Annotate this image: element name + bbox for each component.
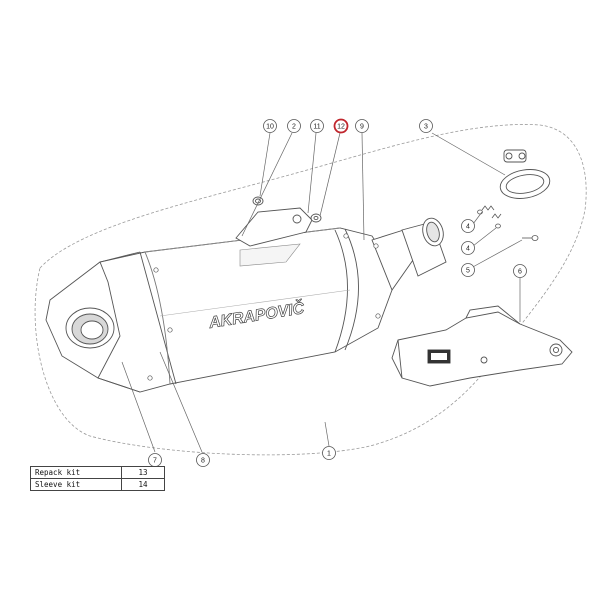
leader-lines	[121, 132, 523, 453]
table-row: Repack kit 13	[30, 466, 165, 479]
svg-text:6: 6	[518, 269, 522, 276]
callout-9: 9	[355, 119, 369, 133]
springs	[477, 205, 502, 229]
clamp	[499, 149, 551, 199]
callout-4a: 4	[461, 219, 475, 233]
kit-name: Repack kit	[30, 466, 122, 479]
svg-text:12: 12	[337, 124, 345, 131]
kit-number: 13	[121, 466, 165, 479]
svg-text:11: 11	[313, 124, 320, 131]
svg-text:5: 5	[466, 268, 470, 275]
svg-text:4: 4	[466, 246, 470, 253]
svg-text:7: 7	[153, 458, 157, 465]
callout-10: 10	[263, 119, 277, 133]
callout-5: 5	[461, 263, 475, 277]
callout-1: 1	[322, 446, 336, 460]
assembly-boundary-outline	[34, 124, 587, 456]
callouts: 1 2 3 4 4 5 6 7	[148, 118, 527, 467]
callout-12-highlighted: 12	[333, 118, 349, 134]
callout-8: 8	[196, 453, 210, 467]
svg-text:10: 10	[266, 124, 274, 131]
svg-text:9: 9	[360, 124, 364, 131]
silencer-body	[57, 227, 393, 393]
svg-text:4: 4	[466, 224, 470, 231]
callout-7: 7	[148, 453, 162, 467]
kit-number: 14	[121, 478, 165, 491]
callout-3: 3	[419, 119, 433, 133]
kit-name: Sleeve kit	[30, 478, 122, 491]
callout-4b: 4	[461, 241, 475, 255]
kit-table: Repack kit 13 Sleeve kit 14	[30, 466, 165, 491]
callout-2: 2	[287, 119, 301, 133]
svg-text:1: 1	[327, 451, 331, 458]
body-screws	[147, 233, 381, 381]
callout-11: 11	[310, 119, 324, 133]
svg-text:8: 8	[201, 458, 205, 465]
callout-6: 6	[513, 264, 527, 278]
link-pipe	[371, 217, 447, 291]
svg-text:2: 2	[292, 124, 296, 131]
screw	[522, 235, 539, 241]
heat-shield	[391, 305, 573, 387]
svg-text:3: 3	[424, 124, 428, 131]
mounting-bracket	[235, 196, 322, 247]
table-row: Sleeve kit 14	[30, 478, 165, 491]
end-cap	[45, 261, 121, 379]
